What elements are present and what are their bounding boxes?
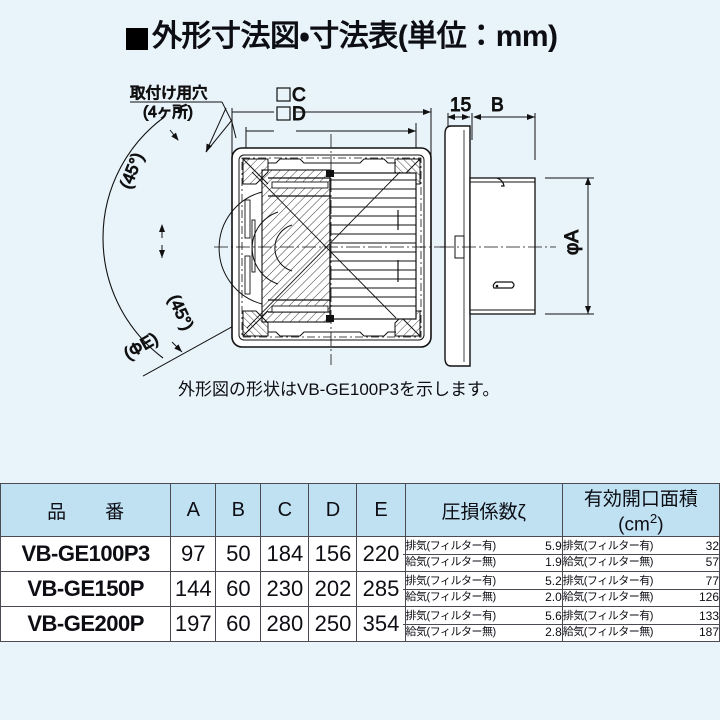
- row-e: 220: [356, 536, 406, 573]
- mounting-hole-label: 取付け用穴: [130, 84, 208, 102]
- row-b: 60: [215, 571, 262, 608]
- louver-fins: [326, 170, 417, 322]
- side-dimensions: 15 B: [447, 95, 536, 160]
- row-d: 250: [308, 606, 358, 643]
- mounting-hole-callout: 取付け用穴 (4ヶ所): [130, 84, 237, 153]
- header-e: E: [356, 482, 406, 538]
- header-pressure-loss: 圧損係数ζ: [404, 482, 563, 538]
- row-c: 230: [260, 571, 310, 608]
- page-title: 外形寸法図・寸法表(単位：mm): [126, 22, 558, 52]
- row-d: 156: [308, 536, 358, 573]
- page-title-text: 外形寸法図・寸法表(単位：mm): [152, 20, 558, 53]
- row-b: 50: [215, 536, 262, 573]
- angle-upper-label: (45°): [116, 150, 147, 191]
- row-a: 97: [170, 536, 217, 573]
- phi-e-label: (ΦE): [121, 329, 162, 364]
- header-c: C: [260, 482, 310, 538]
- row-model: VB-GE100P3: [0, 536, 172, 573]
- row-model: VB-GE200P: [0, 606, 172, 643]
- specification-table: 品 番 A B C D E 圧損係数ζ 有効開口面積(cm2) VB-GE100…: [0, 482, 720, 643]
- header-b: B: [215, 482, 262, 538]
- table-header-row: 品 番 A B C D E 圧損係数ζ 有効開口面積(cm2): [0, 482, 720, 538]
- header-d: D: [308, 482, 358, 538]
- header-a: A: [170, 482, 217, 538]
- angle-arcs: (45°) (45°): [102, 117, 198, 359]
- dim-d-label: D: [292, 104, 306, 125]
- row-b: 60: [215, 606, 262, 643]
- row-c: 280: [260, 606, 310, 643]
- header-effective-area-sup: 2: [649, 511, 658, 526]
- front-view: [214, 134, 448, 365]
- row-a: 144: [170, 571, 217, 608]
- header-model: 品 番: [0, 482, 172, 538]
- side-view: 15 B: [440, 95, 594, 367]
- angle-lower-label: (45°): [164, 292, 197, 334]
- dim-b-label: B: [491, 95, 504, 116]
- dimension-drawing: 取付け用穴 (4ヶ所) C D: [0, 60, 720, 390]
- row-e: 285: [356, 571, 406, 608]
- phi-a-dimension: φA: [545, 177, 594, 315]
- dim-c-label: C: [292, 85, 306, 106]
- row-model: VB-GE150P: [0, 571, 172, 608]
- dim-15-label: 15: [450, 95, 471, 116]
- black-square-icon: [126, 28, 148, 50]
- row-a: 197: [170, 606, 217, 643]
- row-d: 202: [308, 571, 358, 608]
- header-effective-area-base: 有効開口面積(cm: [583, 489, 698, 536]
- row-e: 354: [356, 606, 406, 643]
- mounting-hole-count-label: (4ヶ所): [143, 103, 193, 121]
- drawing-caption: 外形図の形状はVB-GE100P3を示します。: [178, 380, 500, 399]
- phi-a-label: φA: [562, 230, 583, 255]
- header-effective-area: 有効開口面積(cm2): [561, 482, 720, 538]
- row-c: 184: [260, 536, 310, 573]
- header-effective-area-tail: ): [657, 514, 664, 536]
